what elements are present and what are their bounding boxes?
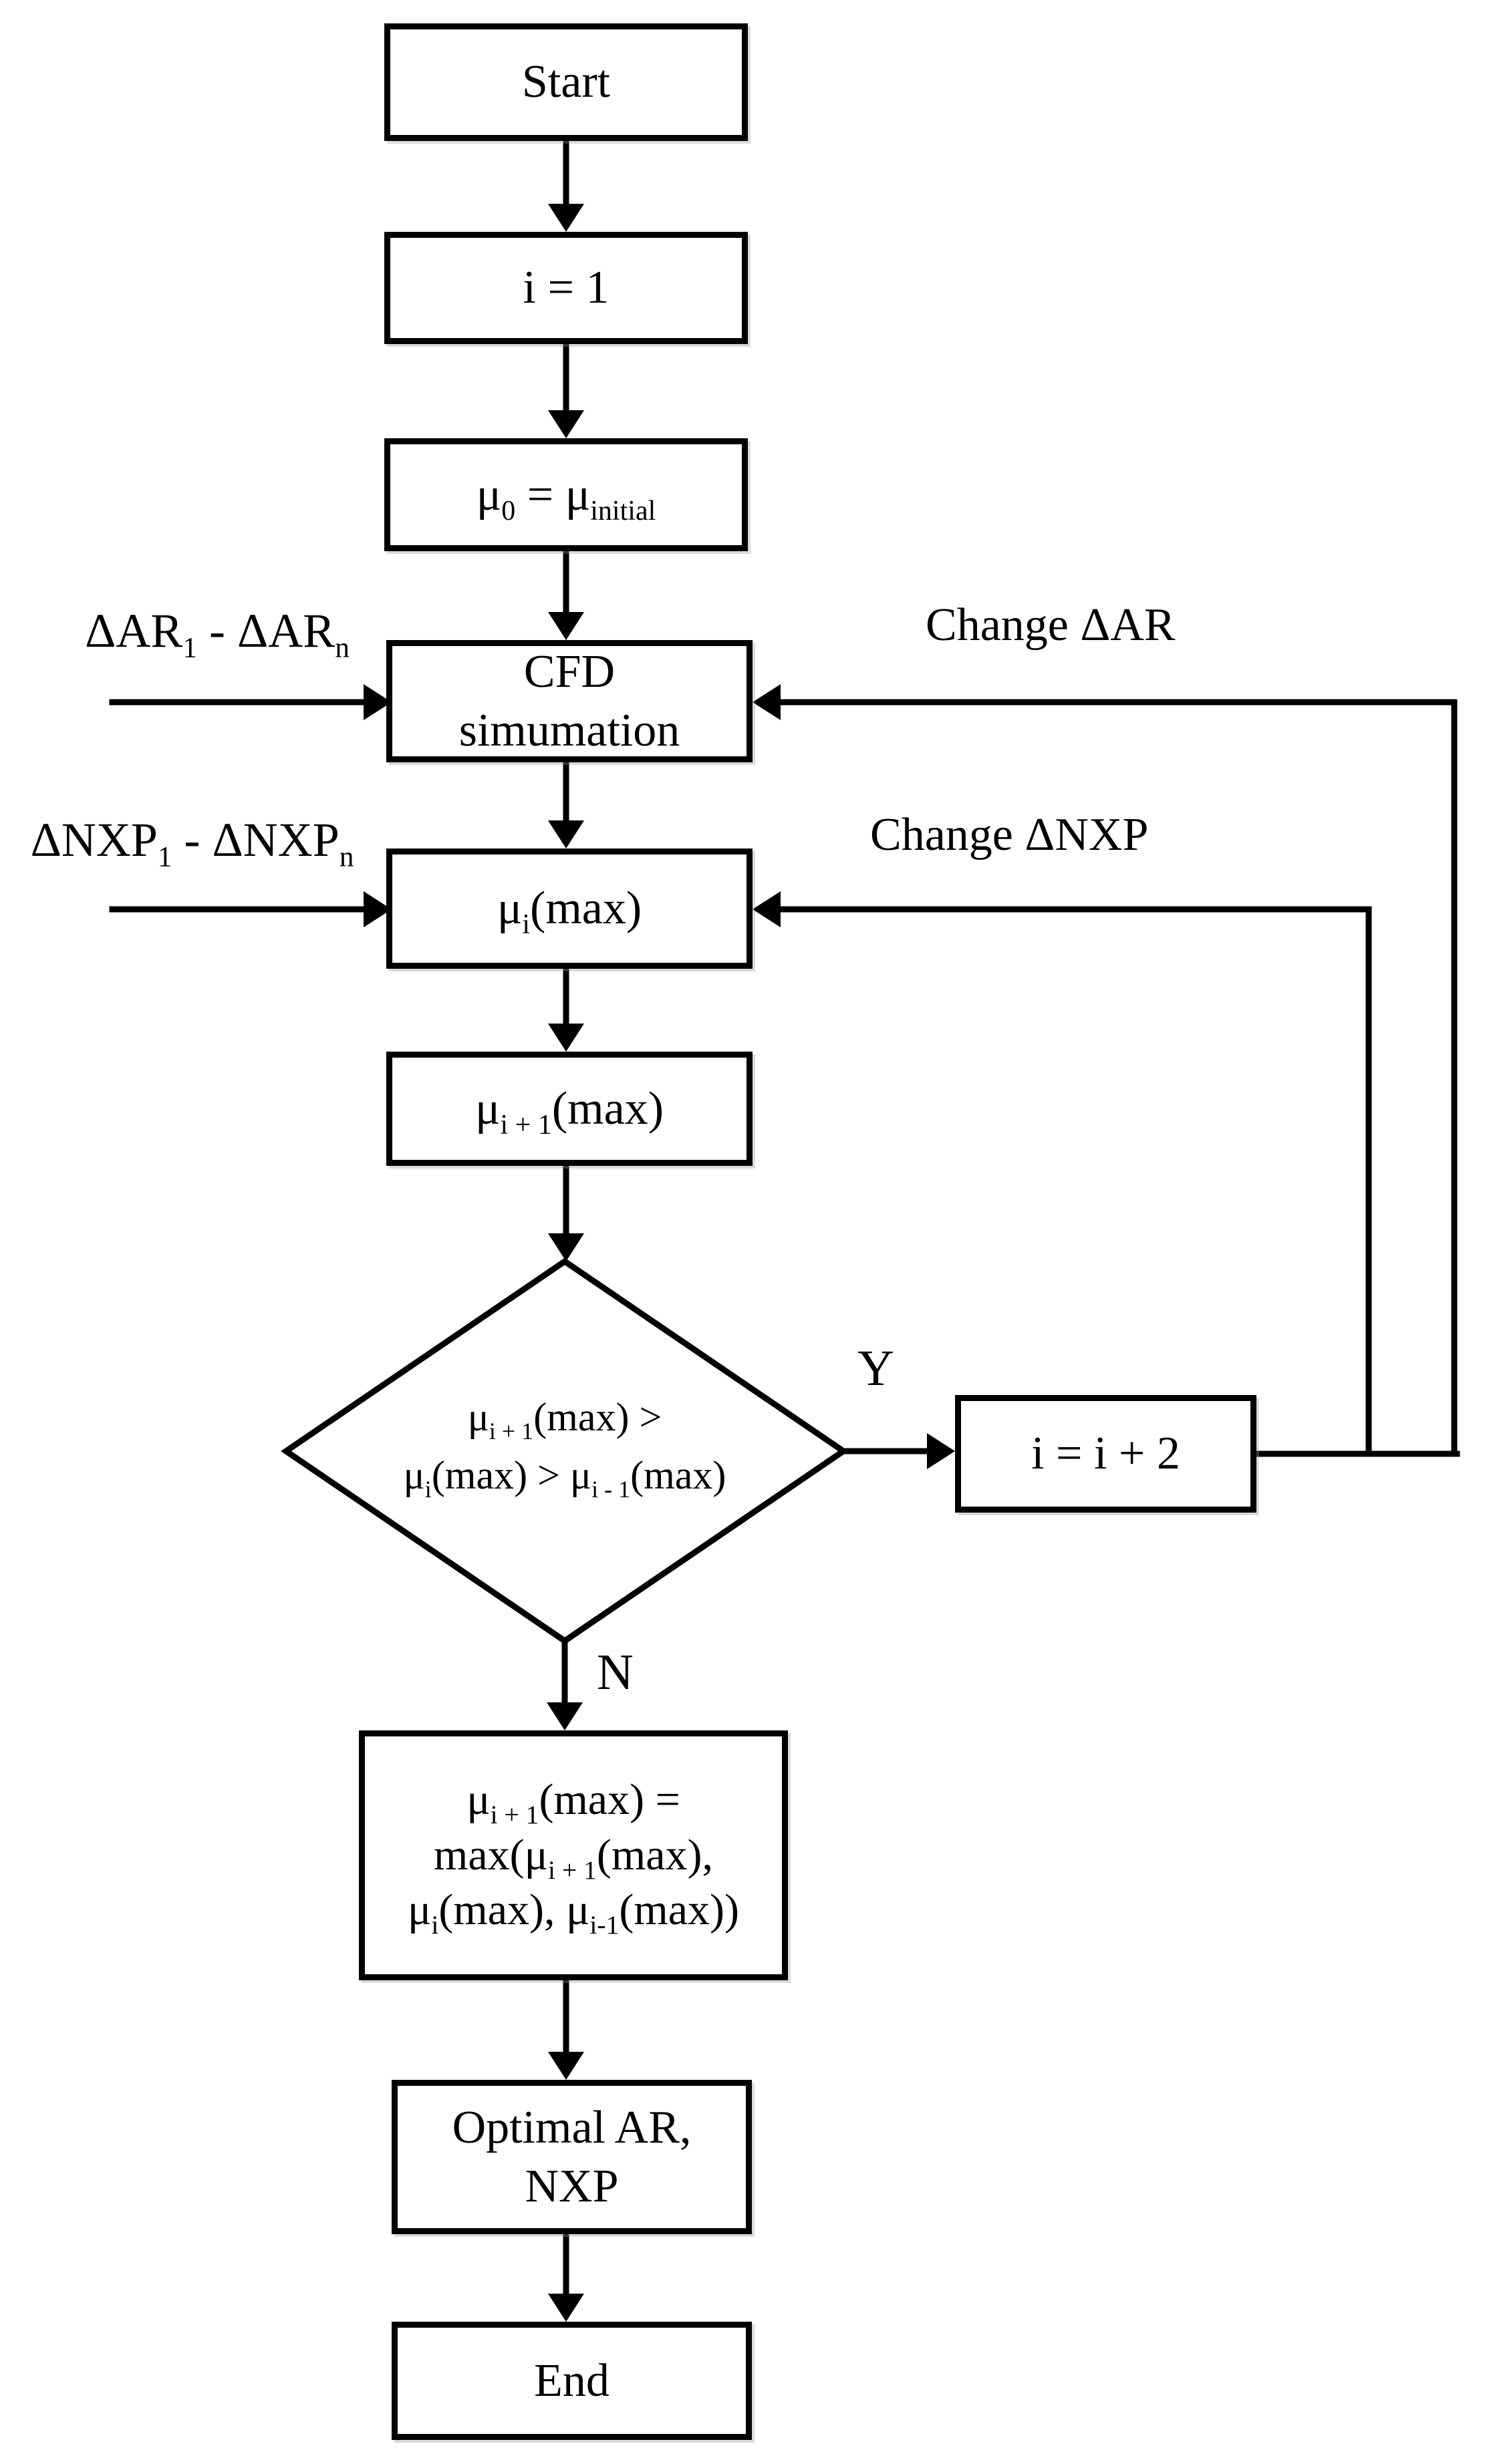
init-mu-label: μ0 = μinitial <box>476 468 656 526</box>
mu-i-plus-1-label: μi + 1(max) <box>475 1082 664 1140</box>
arrowhead-nxp-input <box>364 891 392 927</box>
decision-diamond <box>281 1257 849 1645</box>
arrowhead-yes-branch <box>927 1433 955 1469</box>
optimal-node: Optimal AR, NXP <box>392 2080 752 2234</box>
arrowhead-change-ar <box>753 684 781 720</box>
assign-line1: μi + 1(max) = <box>466 1775 680 1830</box>
ar-range-label: ΔAR1 - ΔARn <box>85 604 350 664</box>
assign-line3: μi(max), μi-1(max)) <box>408 1885 739 1940</box>
init-mu-node: μ0 = μinitial <box>384 438 748 551</box>
mu-i-plus-1-node: μi + 1(max) <box>386 1052 753 1166</box>
arrowhead-ar-input <box>364 684 392 720</box>
arrowhead-optimal <box>548 2052 584 2080</box>
mu-i-label: μi(max) <box>497 883 642 941</box>
arrowhead-assign <box>547 1702 583 1730</box>
arrowhead-end <box>548 2294 584 2322</box>
change-ar-label: Change ΔAR <box>926 599 1176 651</box>
arrowhead-mui <box>548 820 584 849</box>
arrowhead-i1 <box>548 204 584 232</box>
mu-i-node: μi(max) <box>386 849 753 969</box>
init-i-label: i = 1 <box>523 262 610 314</box>
arrowheads <box>364 204 955 2322</box>
change-nxp-label: Change ΔNXP <box>870 809 1149 861</box>
end-node: End <box>392 2322 752 2440</box>
arrowhead-decision <box>548 1233 584 1261</box>
optimal-label: Optimal AR, NXP <box>452 2102 692 2212</box>
decision-line2: μi(max) > μi - 1(max) <box>403 1453 726 1503</box>
cfd-label: CFD simumation <box>458 646 680 756</box>
arrowhead-mu0 <box>548 410 584 438</box>
start-label: Start <box>521 56 611 108</box>
flow-lines <box>109 138 1460 2297</box>
increment-label: i = i + 2 <box>1031 1428 1180 1480</box>
cfd-simulation-node: CFD simumation <box>386 640 753 762</box>
arrowhead-cfd <box>548 612 584 640</box>
init-i-node: i = 1 <box>384 232 748 344</box>
start-node: Start <box>384 23 748 141</box>
assign-line2: max(μi + 1(max), <box>433 1830 713 1885</box>
decision-text: μi + 1(max) > μi(max) > μi - 1(max) <box>297 1388 832 1505</box>
assign-max-label: μi + 1(max) = max(μi + 1(max), μi(max), … <box>408 1773 739 1938</box>
end-label: End <box>534 2354 610 2407</box>
no-branch-label: N <box>597 1644 634 1700</box>
arrowhead-mui1 <box>548 1024 584 1052</box>
assign-max-node: μi + 1(max) = max(μi + 1(max), μi(max), … <box>359 1730 788 1980</box>
arrowhead-change-nxp <box>753 891 781 927</box>
nxp-range-label: ΔNXP1 - ΔNXPn <box>30 813 354 873</box>
decision-line1: μi + 1(max) > <box>467 1395 662 1444</box>
yes-branch-label: Y <box>857 1340 894 1396</box>
increment-node: i = i + 2 <box>955 1395 1256 1513</box>
